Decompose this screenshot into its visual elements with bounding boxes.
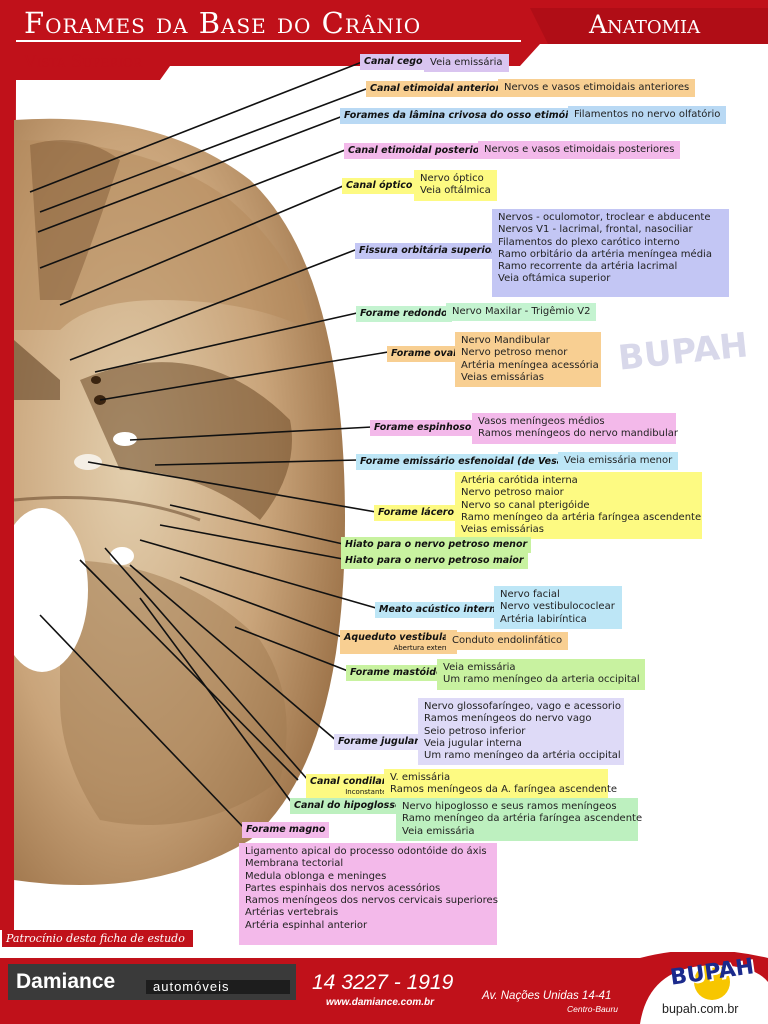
line: Nervo hipoglosso e seus ramos meníngeos	[402, 801, 617, 812]
line: Nervo petroso menor	[461, 347, 568, 359]
content-forame-espinhoso: Vasos meníngeos médios Ramos meníngeos d…	[472, 413, 678, 444]
line: Medula oblonga e meninges	[245, 870, 387, 882]
sponsor-website[interactable]: www.damiance.com.br	[326, 997, 434, 1008]
label-canal-optico: Canal óptico	[342, 178, 417, 194]
name: Aqueduto vestibular	[344, 632, 454, 643]
sponsor-address: Av. Nações Unidas 14-41	[482, 990, 612, 1002]
sponsor-brand-sub: automóveis	[146, 980, 290, 994]
content-forame-lacero: Artéria carótida interna Nervo petroso m…	[455, 472, 702, 540]
content-canal-cego: Veia emissária	[424, 54, 509, 73]
page-title: Forames da Base do Crânio	[24, 6, 422, 40]
sponsor-city: Centro-Bauru	[567, 1004, 619, 1014]
line: Veia emissária	[402, 825, 475, 837]
content-aqueduto-vestibular: Conduto endolinfático	[446, 632, 569, 651]
footer-band	[0, 952, 768, 1024]
content-canal-condilar: V. emissária Ramos meníngeos da A. farín…	[384, 769, 618, 800]
label-forame-redondo: Forame redondo	[356, 306, 452, 322]
sponsor-phone: 14 3227 - 1919	[312, 971, 454, 994]
line: Filamentos do plexo carótico interno	[498, 236, 680, 248]
content-forame-emissario-esfenoidal: Veia emissária menor	[558, 452, 679, 471]
line: Nervos V1 - lacrimal, frontal, nasocilia…	[498, 224, 693, 236]
label-meato-acustico-interno: Meato acústico interno	[375, 602, 507, 618]
label-forame-espinhoso: Forame espinhoso	[370, 420, 476, 436]
content-forame-redondo: Nervo Maxilar - Trigêmio V2	[446, 303, 597, 322]
label-forame-mastoide: Forame mastóide	[346, 665, 447, 681]
line: Nervo Mandibular	[461, 335, 550, 346]
page-subtitle: Vista Superior	[24, 52, 142, 72]
line: Ramo orbitário da artéria meníngea média	[498, 248, 712, 260]
content-canal-do-hipoglosso: Nervo hipoglosso e seus ramos meníngeos …	[396, 798, 643, 841]
label-hiato-petroso-maior: Hiato para o nervo petroso maior	[341, 553, 528, 569]
content-canal-optico: Nervo óptico Veia oftálmica	[414, 170, 497, 201]
line: Veia emissária	[443, 662, 516, 673]
label-fissura-orbitaria-superior: Fissura orbitária superior	[355, 243, 500, 259]
line: Seio petroso inferior	[424, 725, 526, 737]
sponsor-brand: Damiance	[16, 970, 116, 993]
content-canal-etimoidal-anterior: Nervos e vasos etimoidais anteriores	[498, 79, 696, 98]
line: Ramos meníngeos do nervo vago	[424, 713, 592, 725]
label-forame-lacero: Forame lácero	[374, 505, 458, 521]
line: Veias emissárias	[461, 524, 544, 536]
label-forame-oval: Forame oval	[387, 346, 461, 362]
line: Um ramo meníngeo da artéria occipital	[424, 750, 621, 762]
subject-title: Anatomia	[589, 10, 701, 39]
label-canal-do-hipoglosso: Canal do hipoglosso	[290, 798, 406, 814]
label-canal-cego: Canal cego	[360, 54, 427, 70]
content-forame-jugular: Nervo glossofaríngeo, vago e acessorio R…	[418, 698, 624, 766]
bupah-website[interactable]: bupah.com.br	[662, 1002, 739, 1016]
note: Inconstante	[345, 788, 387, 796]
line: Veia oftálmica	[420, 185, 491, 197]
name: Canal condilar	[310, 776, 387, 787]
line: Artéria carótida interna	[461, 475, 578, 486]
content-canal-etimoidal-posterior: Nervos e vasos etimoidais posteriores	[478, 141, 681, 160]
line: Ligamento apical do processo odontóide d…	[245, 846, 487, 857]
line: Veia oftámica superior	[498, 273, 611, 285]
line: Artéria labiríntica	[500, 613, 587, 625]
line: Nervo glossofaríngeo, vago e acessorio	[424, 701, 621, 712]
line: Nervo so canal pterigóide	[461, 499, 590, 511]
label-aqueduto-vestibular: Aqueduto vestibular Abertura externa	[340, 630, 458, 654]
line: Um ramo meníngeo da arteria occipital	[443, 674, 640, 686]
label-forame-magno: Forame magno	[242, 822, 330, 838]
line: Artéria espinhal anterior	[245, 919, 368, 931]
line: Nervo petroso maior	[461, 487, 564, 499]
line: Nervo facial	[500, 589, 560, 600]
line: Ramos meníngeos da A. faríngea ascendent…	[390, 784, 618, 796]
line: Ramos meníngeos dos nervos cervicais sup…	[245, 895, 498, 907]
content-meato-acustico-interno: Nervo facial Nervo vestibulococlear Arté…	[494, 586, 622, 629]
line: Nervo vestibulococlear	[500, 601, 615, 613]
line: Membrana tectorial	[245, 858, 344, 870]
content-fissura-orbitaria-superior: Nervos - oculomotor, troclear e abducent…	[492, 209, 729, 297]
label-canal-condilar: Canal condilar Inconstante	[306, 774, 391, 798]
content-forame-oval: Nervo Mandibular Nervo petroso menor Art…	[455, 332, 601, 388]
label-forames-lamina-crivosa: Forames da lâmina crivosa do osso etimói…	[340, 108, 586, 124]
line: Vasos meníngeos médios	[478, 416, 605, 427]
line: Veia jugular interna	[424, 737, 522, 749]
line: Veias emissárias	[461, 371, 544, 383]
label-canal-etimoidal-posterior: Canal etimoidal posterior	[344, 143, 488, 159]
line: Ramo meníngeo da artéria faríngea ascend…	[402, 813, 643, 825]
line: Ramos meníngeos do nervo mandibular	[478, 428, 678, 440]
line: Ramo meníngeo da artéria faríngea ascend…	[461, 511, 702, 523]
label-canal-etimoidal-anterior: Canal etimoidal anterior	[366, 81, 505, 97]
content-forame-mastoide: Veia emissária Um ramo meníngeo da arter…	[437, 659, 645, 690]
sponsor-label: Patrocínio desta ficha de estudo	[2, 930, 193, 947]
label-hiato-petroso-menor: Hiato para o nervo petroso menor	[341, 537, 532, 553]
line: Artérias vertebrais	[245, 907, 339, 919]
label-forame-emissario-esfenoidal: Forame emissário esfenoidal (de Vesalio)	[356, 454, 585, 470]
content-forames-lamina-crivosa: Filamentos no nervo olfatório	[568, 106, 727, 125]
note: Abertura externa	[393, 644, 454, 652]
label-forame-jugular: Forame jugular	[334, 734, 423, 750]
line: Ramo recorrente da artéria lacrimal	[498, 261, 678, 273]
line: Partes espinhais dos nervos acessórios	[245, 882, 441, 894]
content-forame-magno: Ligamento apical do processo odontóide d…	[239, 843, 498, 945]
line: V. emissária	[390, 772, 451, 783]
line: Nervo óptico	[420, 173, 484, 184]
line: Nervos - oculomotor, troclear e abducent…	[498, 212, 711, 223]
line: Artéria meníngea acessória	[461, 359, 599, 371]
